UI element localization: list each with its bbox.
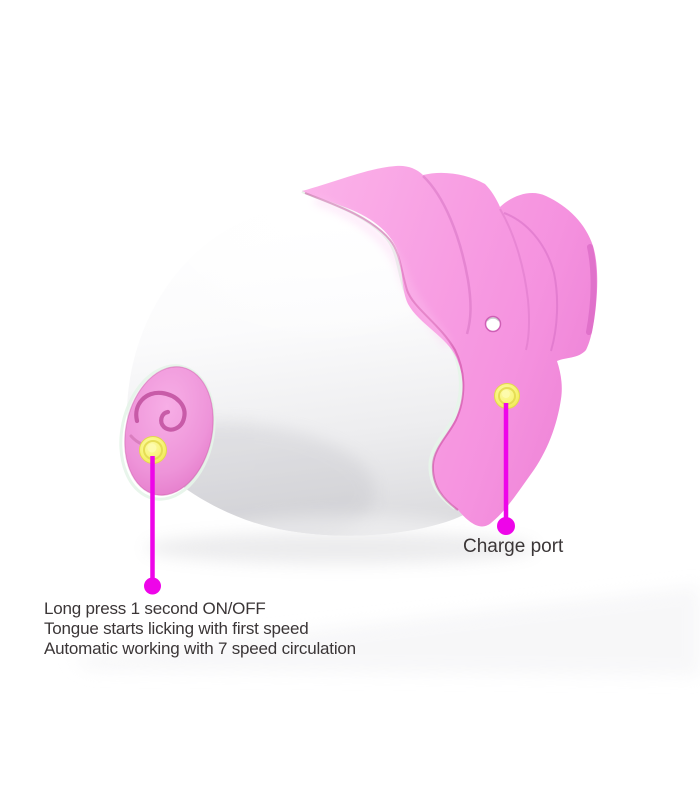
suction-cup-opening-shade <box>586 244 597 335</box>
shell-boundary-crease <box>304 192 465 511</box>
instruction-line-1: Long press 1 second ON/OFF <box>44 599 266 618</box>
charge-port-callout-endpoint <box>497 517 515 535</box>
indicator-hole <box>484 315 502 333</box>
shell-left-highlight <box>313 195 452 348</box>
pink-shell <box>301 165 598 527</box>
charge-port-callout <box>497 403 515 535</box>
background-surface-band <box>70 586 700 676</box>
instruction-line-3: Automatic working with 7 speed circulati… <box>44 639 356 658</box>
indicator-hole-shadow <box>486 317 500 322</box>
power-button-callout-endpoint <box>144 577 161 595</box>
power-button-dot <box>139 436 167 464</box>
power-button-callout <box>144 456 161 595</box>
device-drop-shadow <box>145 532 535 564</box>
pink-shell-shape <box>302 165 598 527</box>
instruction-line-2: Tongue starts licking with first speed <box>44 619 309 638</box>
shell-ridge-1 <box>422 175 472 335</box>
shell-ridge-2 <box>499 208 531 351</box>
power-button-instructions: Long press 1 second ON/OFF Tongue starts… <box>44 599 356 659</box>
charge-port-label: Charge port <box>463 536 564 557</box>
suction-cup-rim-line <box>503 212 559 352</box>
tongue-curl-icon <box>134 390 187 432</box>
